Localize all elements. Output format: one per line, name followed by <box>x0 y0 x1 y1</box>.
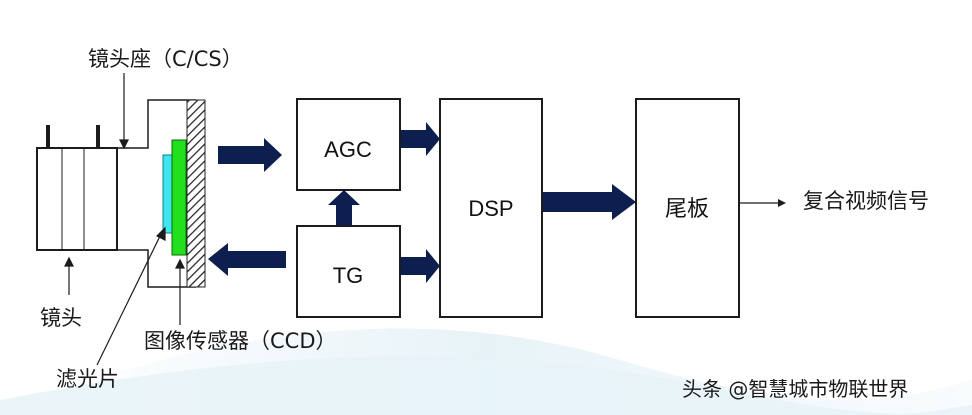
output-arrow <box>739 199 786 207</box>
output-label: 复合视频信号 <box>803 189 929 213</box>
arrow-agc-to-dsp <box>400 122 440 156</box>
ccd-sensor <box>171 139 187 256</box>
lens-mount <box>117 99 206 288</box>
dsp-block: DSP <box>439 98 543 318</box>
agc-label: AGC <box>324 137 372 162</box>
lens <box>36 125 118 251</box>
background-waves <box>0 328 972 415</box>
signal-arrows <box>208 122 636 283</box>
tg-block: TG <box>296 225 401 318</box>
filter-label: 滤光片 <box>56 367 119 391</box>
tail-board-label: 尾板 <box>665 196 709 221</box>
tail-board-block: 尾板 <box>635 98 740 318</box>
arrow-tg-to-dsp <box>400 249 440 283</box>
watermark: 头条 @智慧城市物联世界 <box>682 377 908 401</box>
leader-lines <box>64 73 185 366</box>
arrow-tg-to-agc <box>328 190 360 225</box>
dsp-label: DSP <box>468 196 513 221</box>
filter <box>162 154 173 234</box>
lens-mount-label: 镜头座（C/CS） <box>88 47 243 71</box>
lens-label: 镜头 <box>40 306 82 330</box>
arrow-tg-to-ccd <box>208 243 286 276</box>
arrow-ccd-to-agc <box>218 138 282 172</box>
sensor-label: 图像传感器（CCD） <box>144 329 337 353</box>
arrow-dsp-to-tail <box>542 184 636 220</box>
agc-block: AGC <box>296 98 401 191</box>
tg-label: TG <box>333 263 364 288</box>
